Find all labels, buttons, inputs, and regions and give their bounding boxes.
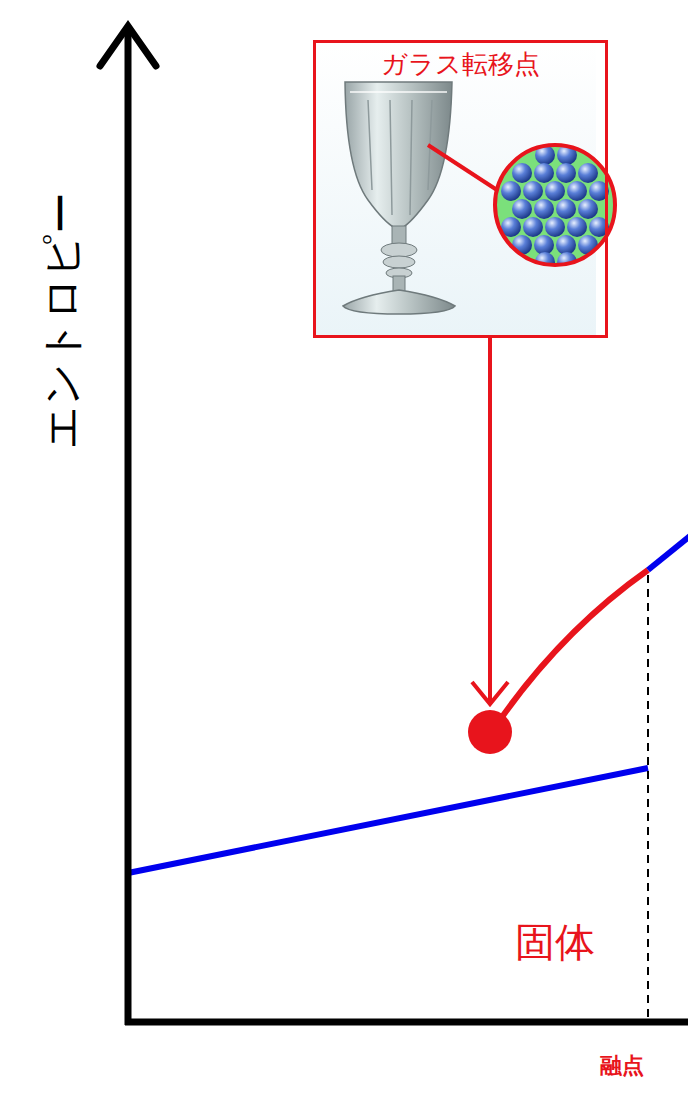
magnified-structure [495, 145, 615, 272]
annotation-label: 融点 [600, 1054, 644, 1078]
box-ground [315, 42, 596, 336]
solid-entropy-line [128, 768, 648, 873]
y-axis-arrow [100, 26, 156, 66]
pointer-line [428, 145, 497, 190]
y-axis [125, 28, 132, 1025]
glass-goblet [343, 82, 455, 314]
axis-label: エントロピー [39, 192, 85, 449]
x-axis [125, 1019, 688, 1026]
supercooled-liquid-curve [495, 570, 648, 727]
arrow-head [472, 682, 508, 704]
pointer-arrow [488, 338, 492, 702]
liquid-entropy-line [648, 536, 688, 570]
annotation-label: 固体 [515, 920, 595, 964]
callout-box: ガラス転移点 [313, 40, 608, 338]
glass-transition-dot [468, 710, 512, 754]
melting-point-line [647, 575, 649, 1020]
box-title: ガラス転移点 [316, 49, 605, 80]
